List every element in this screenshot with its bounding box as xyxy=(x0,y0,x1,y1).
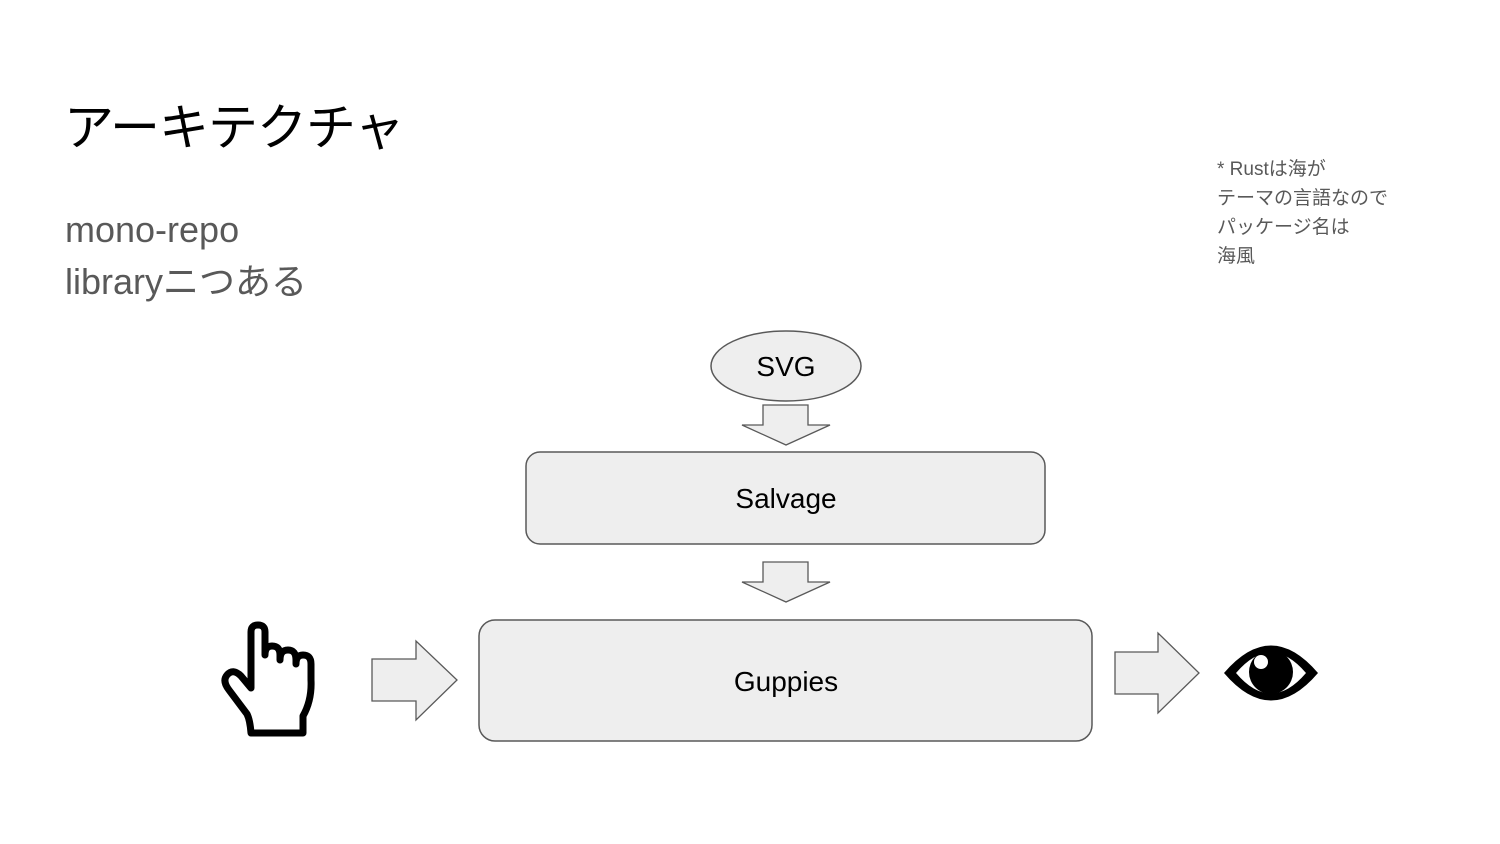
bullet-item: mono-repo xyxy=(65,209,240,250)
note-line: * Rustは海が xyxy=(1217,159,1326,180)
bullet-list: mono-repo libraryニつある xyxy=(65,204,307,308)
side-note: * Rustは海が テーマの言語なので パッケージ名は 海風 xyxy=(1217,155,1388,271)
bullet-item: libraryニつある xyxy=(65,261,308,302)
svg-node: SVG xyxy=(710,330,862,402)
svg-node-label: SVG xyxy=(756,351,815,382)
guppies-node-label: Guppies xyxy=(734,666,838,697)
right-arrow-icon xyxy=(371,639,458,722)
guppies-node: Guppies xyxy=(478,619,1093,742)
eye-icon xyxy=(1224,645,1318,701)
slide-title: アーキテクチャ xyxy=(64,99,404,157)
down-arrow-icon xyxy=(741,404,831,446)
salvage-node: Salvage xyxy=(525,451,1046,545)
down-arrow-icon xyxy=(741,561,831,603)
pointing-hand-icon xyxy=(221,621,315,737)
note-line: テーマの言語なので xyxy=(1217,188,1389,209)
note-line: パッケージ名は xyxy=(1217,217,1350,238)
note-line: 海風 xyxy=(1217,246,1256,267)
right-arrow-icon xyxy=(1114,631,1200,715)
salvage-node-label: Salvage xyxy=(735,483,836,514)
